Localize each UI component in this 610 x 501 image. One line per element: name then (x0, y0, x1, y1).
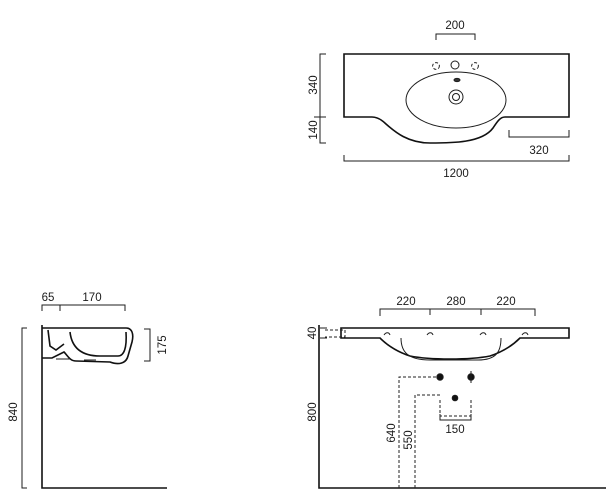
dim-tap-spacing: 200 (445, 20, 464, 32)
dim-depth-bowl: 140 (308, 120, 320, 139)
wall-and-floor (41, 325, 167, 489)
dim-line-basin-height (144, 328, 151, 362)
drain-inner (452, 93, 460, 101)
overflow-marks (383, 332, 529, 336)
basin-side-base (56, 358, 96, 361)
basin-front-top (340, 327, 570, 360)
tap-hole-left (432, 62, 440, 70)
drain-outer (448, 89, 464, 105)
basin-plan-outline (343, 53, 570, 144)
tap-hole-right (471, 62, 479, 70)
dim-depth-top: 340 (308, 75, 320, 94)
dim-line-tap-spacing (435, 33, 476, 40)
dim-line-thickness (320, 327, 327, 339)
dim-bowl-depth: 170 (82, 292, 101, 304)
drain-box (439, 400, 472, 417)
dim-height-basin: 175 (157, 335, 169, 354)
wall-fixing-left (325, 329, 346, 338)
waste-pipe-inner (414, 394, 440, 488)
front-wall-floor (318, 325, 606, 489)
dim-right: 220 (496, 296, 515, 308)
dim-line-side-top (41, 304, 126, 311)
dim-line-side-ledge (508, 130, 570, 138)
dim-line-total-width (343, 155, 570, 162)
bowl-outline (405, 71, 507, 129)
basin-front-bowl (400, 337, 502, 361)
dim-line-front-top (379, 308, 536, 316)
dim-floor-height: 840 (8, 402, 20, 421)
dim-setback: 65 (42, 292, 55, 304)
drain-outlet (451, 394, 459, 402)
waste-pipe-vertical (398, 376, 440, 488)
basin-side-inner (47, 329, 127, 357)
overflow-hole (453, 77, 461, 83)
front-view: 220 280 220 40 800 150 640 550 (307, 296, 606, 489)
dim-side-ledge: 320 (529, 145, 548, 157)
dim-middle: 280 (446, 296, 465, 308)
tap-hole-center (450, 60, 460, 70)
dim-drain-height-a: 640 (386, 423, 398, 442)
dim-line-floor-height (21, 327, 27, 489)
dim-total-width: 1200 (443, 168, 469, 180)
dim-line-depth (314, 53, 326, 144)
plan-view: 200 340 140 320 1200 (308, 20, 570, 180)
dim-drain-spacing: 150 (445, 424, 464, 436)
fixing-left (436, 373, 444, 381)
dim-drain-height-b: 550 (403, 430, 415, 449)
dim-line-drain-spacing (439, 414, 472, 421)
dim-thickness: 40 (307, 327, 319, 340)
dim-mount-height: 800 (307, 402, 319, 421)
dim-left: 220 (396, 296, 415, 308)
basin-side-section (42, 327, 134, 365)
side-view: 65 170 175 840 (8, 292, 169, 489)
